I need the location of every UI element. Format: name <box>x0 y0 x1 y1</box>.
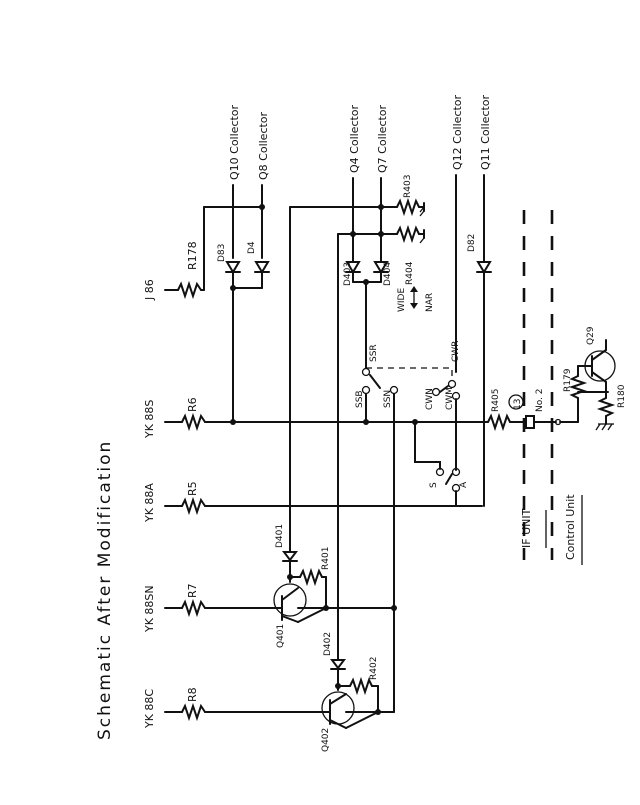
wide-label: WIDE <box>397 288 407 312</box>
r6-label: R6 <box>186 397 199 412</box>
a-label: A <box>459 481 469 488</box>
r403-label: R403 <box>403 175 413 198</box>
q401-stage: D401 R401 Q401 <box>271 524 397 648</box>
r180-label: R180 <box>617 384 627 408</box>
d82-label: D82 <box>467 234 477 252</box>
yk88sn-label: YK 88SN <box>143 585 156 633</box>
yk88a-label: YK 88A <box>143 483 156 523</box>
nar-label: NAR <box>425 293 435 312</box>
r404-resistor: R404 <box>396 224 425 285</box>
q29-label: Q29 <box>586 326 596 345</box>
d401-label: D401 <box>275 524 285 548</box>
j86-label: J 86 <box>143 279 156 301</box>
r405-label: R405 <box>491 389 501 412</box>
r8-label: R8 <box>186 687 199 702</box>
r5-label: R5 <box>186 481 199 496</box>
d402-label: D402 <box>323 632 333 656</box>
if-unit-label: IF UNIT <box>520 508 533 548</box>
r7-label: R7 <box>186 583 199 598</box>
q12-collector-label: Q12 Collector <box>451 94 464 170</box>
d83-label: D83 <box>217 244 227 262</box>
d403-label: D403 <box>343 262 353 286</box>
r178-label: R178 <box>186 241 199 270</box>
unit-divider: IF UNIT Control Unit <box>520 210 583 565</box>
q11-collector-label: Q11 Collector <box>479 94 492 170</box>
schematic-title: Schematic After Modification <box>95 440 115 740</box>
q8-collector-label: Q8 Collector <box>257 111 270 180</box>
cwn-label: CWN <box>425 388 435 410</box>
yk88s-label: YK 88S <box>143 400 156 439</box>
d404-diode: D404 <box>373 261 393 286</box>
r404-label: R404 <box>405 261 415 285</box>
connector-number: 13 <box>513 399 523 410</box>
yk88c-input: YK 88C R8 <box>143 687 321 729</box>
r401-label: R401 <box>321 547 331 570</box>
d404-label: D404 <box>383 262 393 286</box>
r403-resistor: R403 <box>396 175 425 217</box>
d4-diode: D4 <box>247 241 270 289</box>
wide-nar-annotation: WIDE NAR <box>397 286 435 312</box>
yk88s-input: YK 88S R6 <box>143 397 416 439</box>
q10-q8-lines: Q10 Collector Q8 Collector <box>228 104 270 259</box>
q29-stage: R179 Q29 R180 <box>563 326 627 431</box>
q4-collector-label: Q4 Collector <box>348 104 361 173</box>
d82-diode: D82 <box>467 234 492 507</box>
yk88sn-input: YK 88SN R7 <box>143 583 273 633</box>
q12-q11-lines: Q12 Collector Q11 Collector <box>451 94 492 373</box>
yk88c-label: YK 88C <box>143 689 156 729</box>
q402-label: Q402 <box>321 728 331 752</box>
s-label: S <box>429 482 439 488</box>
yk88a-input: YK 88A R5 <box>143 481 483 523</box>
ssr-label: SSR <box>369 344 379 362</box>
cwm-label: CWM <box>445 387 455 410</box>
d4-label: D4 <box>247 241 257 254</box>
ssn-label: SSN <box>383 390 393 408</box>
mode-switch[interactable]: SSR SSB SSN CWR CWN CWM S A <box>355 341 469 651</box>
connector-no: No. 2 <box>535 388 545 412</box>
q401-label: Q401 <box>276 624 286 648</box>
connector-13: 13 No. 2 <box>508 388 579 429</box>
j86-block: J 86 R178 <box>143 206 263 301</box>
q4-q7-lines: Q4 Collector Q7 Collector <box>348 104 389 263</box>
r402-label: R402 <box>369 657 379 680</box>
ssb-label: SSB <box>355 390 365 408</box>
q10-collector-label: Q10 Collector <box>228 104 241 180</box>
q402-stage: D402 R402 Q402 <box>319 539 395 752</box>
q7-collector-label: Q7 Collector <box>376 104 389 173</box>
r179-label: R179 <box>563 368 573 392</box>
control-unit-label: Control Unit <box>564 494 577 560</box>
d83-diode: D83 <box>217 244 241 289</box>
d403-diode: D403 <box>343 261 361 286</box>
